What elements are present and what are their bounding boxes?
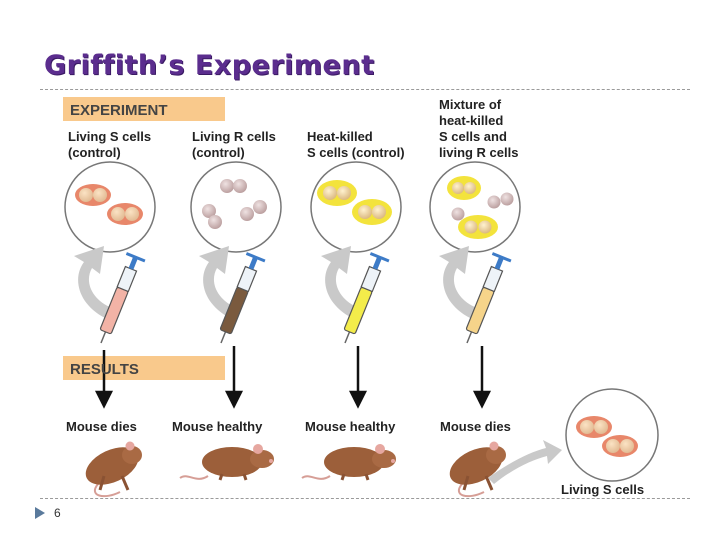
mouse-healthy-2 <box>301 444 396 481</box>
results-band <box>63 356 225 380</box>
mouse-dead-2 <box>449 441 506 498</box>
brown-syringe <box>219 252 266 344</box>
recovery-arrow <box>488 440 562 484</box>
transfer-arrow-1 <box>74 246 112 318</box>
slide-title: Griffith’s Experiment <box>44 50 375 81</box>
column-4-label-line-1: Mixture of <box>439 97 502 112</box>
outcome-3-label: Mouse healthy <box>305 419 396 434</box>
column-1-label-line-1: Living S cells <box>68 129 151 144</box>
dish-living-s <box>64 161 156 253</box>
column-3-label-line-1: Heat-killed <box>307 129 373 144</box>
column-3-label-line-2: S cells (control) <box>307 145 405 160</box>
mouse-healthy-1 <box>179 444 274 481</box>
column-1-label-line-2: (control) <box>68 145 121 160</box>
yellow-syringe <box>343 252 390 344</box>
footer-divider <box>40 498 690 499</box>
transfer-arrows <box>74 246 477 318</box>
transfer-arrow-3 <box>321 246 359 318</box>
column-4-label-line-2: heat-killed <box>439 113 503 128</box>
dish-recovered-s <box>565 388 659 482</box>
orange-syringe <box>465 252 512 344</box>
slide-bullet-icon <box>35 507 45 519</box>
dish-living-r <box>190 161 282 253</box>
transfer-arrow-4 <box>439 246 477 318</box>
outcome-2-label: Mouse healthy <box>172 419 263 434</box>
title-divider <box>40 89 690 90</box>
results-header: RESULTS <box>70 361 139 378</box>
recovered-label: Living S cells <box>561 482 644 497</box>
pink-syringe <box>99 252 146 344</box>
result-arrows <box>94 346 492 409</box>
dish-heat-killed-s <box>310 161 402 253</box>
column-2-label-line-2: (control) <box>192 145 245 160</box>
column-4-label-line-4: living R cells <box>439 145 518 160</box>
mouse-dead-1 <box>85 441 142 498</box>
outcome-4-label: Mouse dies <box>440 419 511 434</box>
page-number: 6 <box>54 506 61 520</box>
dish-mixture <box>429 161 521 253</box>
experiment-band <box>63 97 225 121</box>
column-4-label-line-3: S cells and <box>439 129 507 144</box>
experiment-header: EXPERIMENT <box>70 102 168 119</box>
outcome-1-label: Mouse dies <box>66 419 137 434</box>
transfer-arrow-2 <box>199 246 237 318</box>
column-2-label-line-1: Living R cells <box>192 129 276 144</box>
